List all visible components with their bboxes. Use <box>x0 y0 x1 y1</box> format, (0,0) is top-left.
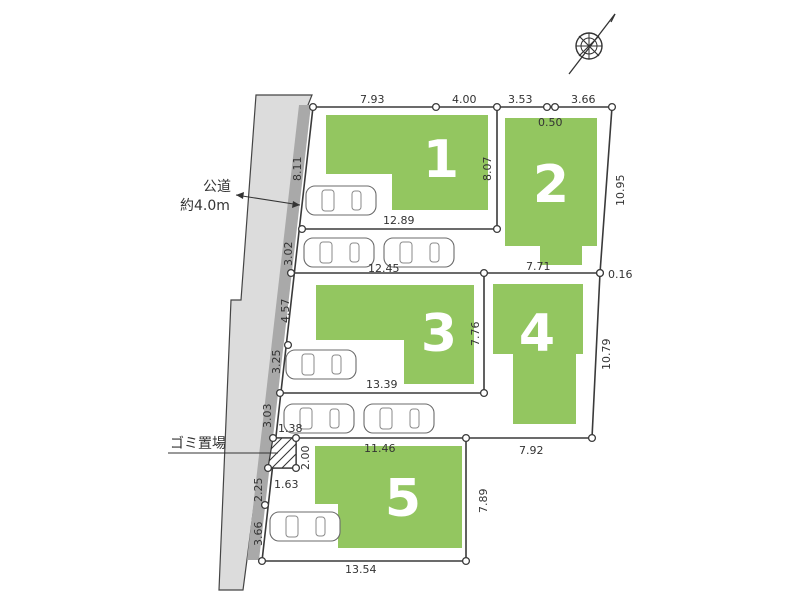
road-width-arrow <box>235 194 301 206</box>
dim-top-c: 3.53 <box>508 93 533 106</box>
boundary-node <box>461 556 471 566</box>
parked-car-icon <box>305 185 377 216</box>
dim-lot1-bottom: 12.89 <box>383 214 415 227</box>
boundary-node <box>257 556 267 566</box>
north-compass-icon <box>568 13 616 75</box>
lot-5-number: 5 <box>385 469 421 529</box>
boundary-node <box>479 388 489 398</box>
dim-lot3-bottom: 13.39 <box>366 378 398 391</box>
boundary-node <box>550 102 560 112</box>
parking-spaces <box>269 185 455 542</box>
boundary-node <box>263 463 273 473</box>
boundary-node <box>492 102 502 112</box>
boundary-node <box>291 463 301 473</box>
lot-3-building <box>316 285 474 384</box>
lot-2-number: 2 <box>533 155 569 215</box>
parked-car-icon <box>363 403 435 434</box>
parked-car-icon <box>269 511 341 542</box>
dim-road-side-1: 8.11 <box>291 157 304 182</box>
lot-4-number: 4 <box>519 304 555 364</box>
dim-lot4-right: 10.79 <box>600 339 613 371</box>
dim-road-side-4: 3.25 <box>270 350 283 375</box>
dim-lot1-right: 8.07 <box>481 157 494 182</box>
boundary-node <box>297 224 307 234</box>
boundary-node <box>492 224 502 234</box>
boundary-node <box>283 340 293 350</box>
dim-road-side-6: 2.25 <box>252 478 265 503</box>
dim-lot2-right: 10.95 <box>614 175 627 207</box>
garbage-label: ゴミ置場 <box>170 435 226 452</box>
dim-road-side-7: 3.66 <box>252 522 265 547</box>
dim-gap-small: 0.50 <box>538 116 563 129</box>
dim-road-side-2: 3.02 <box>282 242 295 267</box>
dim-row3-top: 12.45 <box>368 262 400 275</box>
boundary-node <box>607 102 617 112</box>
parked-car-icon <box>303 237 375 268</box>
parked-car-icon <box>285 349 357 380</box>
lot-4-building <box>493 284 583 424</box>
parked-car-icon <box>383 237 455 268</box>
dim-garbage-side: 2.00 <box>299 446 312 471</box>
dim-lot5-top: 11.46 <box>364 442 396 455</box>
boundary-node <box>268 433 278 443</box>
arrowhead-right <box>292 201 300 208</box>
lot-1-number: 1 <box>423 130 459 190</box>
lot-1-building <box>326 115 488 210</box>
arrowhead-left <box>236 192 244 199</box>
lot-2-building <box>505 118 597 265</box>
dim-road-side-3: 4.57 <box>279 299 292 324</box>
boundary-node <box>461 433 471 443</box>
boundary-node <box>275 388 285 398</box>
dim-top-d: 3.66 <box>571 93 596 106</box>
road-edge-strip <box>247 105 311 560</box>
dim-top-a: 7.93 <box>360 93 385 106</box>
dim-row4-top: 7.71 <box>526 260 551 273</box>
road-label-line1: 公道 <box>203 179 231 195</box>
boundary-node <box>431 102 441 112</box>
dim-road-side-5: 3.03 <box>261 404 274 429</box>
dim-top-b: 4.00 <box>452 93 477 106</box>
dim-garbage-top: 1.38 <box>278 422 303 435</box>
parked-car-icon <box>283 403 355 434</box>
boundary-node <box>595 268 605 278</box>
boundary-node <box>291 433 301 443</box>
boundary-node <box>587 433 597 443</box>
lot-3-number: 3 <box>421 304 457 364</box>
dim-lot5-right: 7.89 <box>477 489 490 514</box>
dim-corner-small: 0.16 <box>608 268 633 281</box>
road-label-line2: 約4.0m <box>180 198 230 214</box>
boundary-node <box>479 268 489 278</box>
boundary-node <box>308 102 318 112</box>
boundary-node <box>260 500 270 510</box>
dim-lot5-bottom: 13.54 <box>345 563 377 576</box>
dim-lot3-right: 7.76 <box>469 322 482 347</box>
boundary-node <box>542 102 552 112</box>
dim-garbage-bottom: 1.63 <box>274 478 299 491</box>
lot-5-building <box>315 446 462 548</box>
boundary-node <box>286 268 296 278</box>
boundary-nodes <box>257 102 617 566</box>
dim-lot5-top-right: 7.92 <box>519 444 544 457</box>
